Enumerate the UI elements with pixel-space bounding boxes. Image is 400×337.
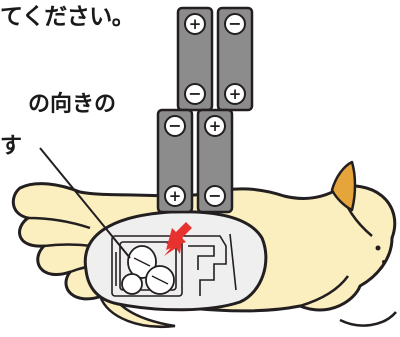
batteries: + − − + − + + − <box>156 6 254 214</box>
plus-icon: + <box>169 187 182 205</box>
instruction-line-3: す <box>0 134 23 159</box>
instruction-line-2: の向きの <box>28 92 117 117</box>
instruction-line-1: てください。 <box>0 4 135 30</box>
callout-line <box>39 147 131 259</box>
battery-3: − + <box>156 108 194 214</box>
battery-4: + − <box>196 108 234 214</box>
minus-icon: − <box>208 186 221 205</box>
battery-compartment <box>83 210 268 312</box>
minus-icon: − <box>168 116 181 135</box>
plus-icon: + <box>229 85 242 103</box>
battery-1: + − <box>176 6 214 112</box>
horn-icon <box>330 160 357 212</box>
red-arrow-icon <box>164 222 192 256</box>
minus-icon: − <box>188 84 201 103</box>
battery-2: − + <box>216 6 254 112</box>
minus-icon: − <box>228 14 241 33</box>
plus-icon: + <box>209 117 222 135</box>
plus-icon: + <box>189 15 202 33</box>
